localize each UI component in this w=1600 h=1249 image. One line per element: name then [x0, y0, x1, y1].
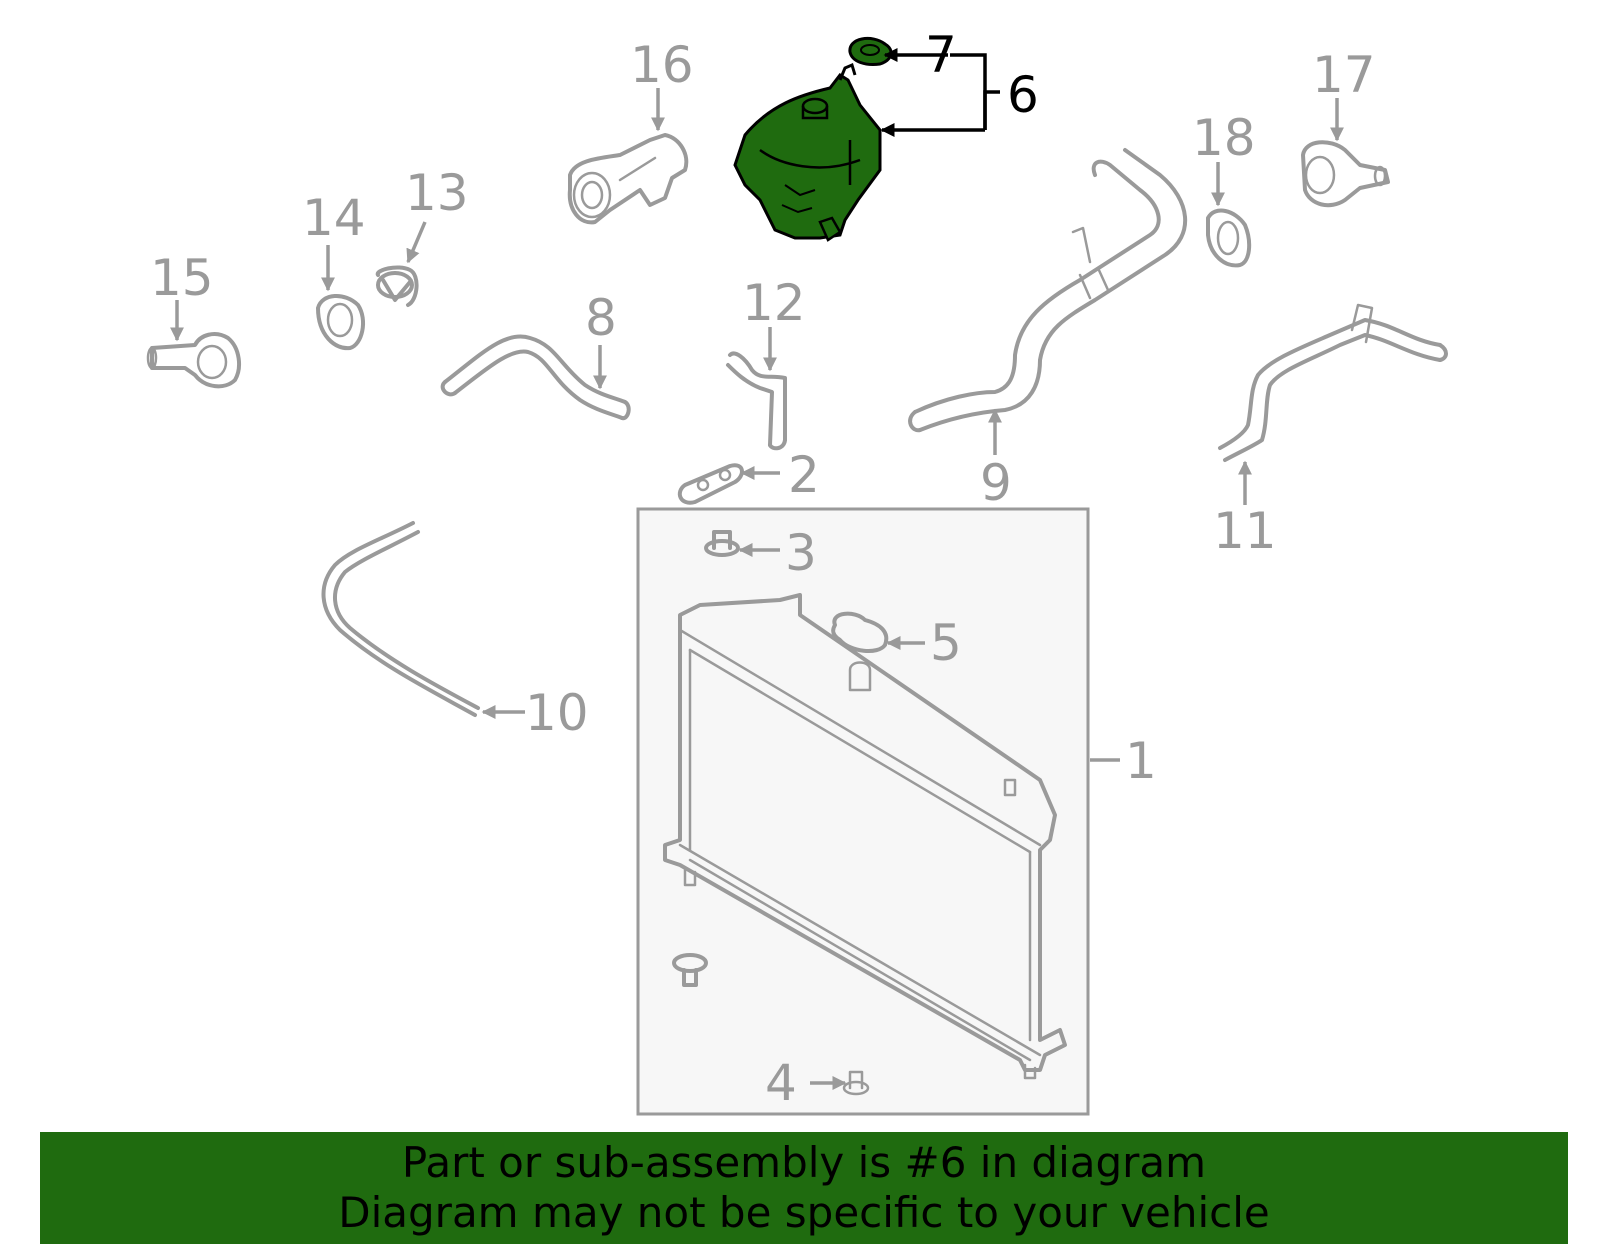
part-15-water-outlet[interactable]: [146, 332, 242, 389]
callout-6: 6: [1007, 66, 1039, 124]
mount-bushing: [672, 953, 708, 987]
part-7-reservoir-cap[interactable]: [848, 36, 893, 66]
part-8-hose[interactable]: [440, 334, 631, 421]
leader-lines: [170, 48, 1344, 1090]
callout-14: 14: [302, 189, 366, 247]
part-12-hose[interactable]: [726, 351, 787, 451]
radiator-assembly-box: [636, 507, 1090, 1116]
callout-3: 3: [785, 524, 817, 582]
part-3-plug[interactable]: [704, 530, 740, 557]
part-13-thermostat[interactable]: [375, 265, 419, 307]
callout-4: 4: [765, 1054, 797, 1112]
part-6-reservoir-tank[interactable]: [733, 62, 882, 242]
part-10-hose[interactable]: [321, 521, 480, 717]
callout-13: 13: [405, 164, 469, 222]
callout-2: 2: [788, 446, 820, 504]
callout-7: 7: [925, 26, 957, 84]
part-5-radiator-cap[interactable]: [831, 611, 889, 653]
callout-12: 12: [742, 274, 806, 332]
banner-line-part-number: Part or sub-assembly is #6 in diagram: [401, 1138, 1207, 1187]
callout-18: 18: [1192, 109, 1256, 167]
part-11-hose[interactable]: [1218, 303, 1448, 462]
part-17-water-outlet[interactable]: [1301, 140, 1390, 208]
part-14-gasket[interactable]: [316, 294, 366, 351]
callout-11: 11: [1213, 502, 1277, 560]
callout-labels: 1 2 3 4 5 6 7 8 9 10 11 12 13 14 15 16 1…: [150, 26, 1376, 1112]
callout-1: 1: [1125, 732, 1157, 790]
callout-8: 8: [585, 289, 617, 347]
part-18-gasket[interactable]: [1206, 208, 1252, 268]
callout-9: 9: [980, 454, 1012, 512]
radiator-part[interactable]: [663, 593, 1067, 1080]
callout-5: 5: [930, 614, 962, 672]
info-banner: Part or sub-assembly is #6 in diagram Di…: [40, 1132, 1568, 1244]
part-2-gasket[interactable]: [677, 463, 744, 505]
banner-line-disclaimer: Diagram may not be specific to your vehi…: [338, 1188, 1270, 1237]
part-9-hose[interactable]: [908, 148, 1188, 433]
callout-15: 15: [150, 249, 214, 307]
callout-16: 16: [630, 36, 694, 94]
callout-10: 10: [525, 684, 589, 742]
callout-17: 17: [1312, 46, 1376, 104]
part-16-water-housing[interactable]: [567, 133, 689, 225]
